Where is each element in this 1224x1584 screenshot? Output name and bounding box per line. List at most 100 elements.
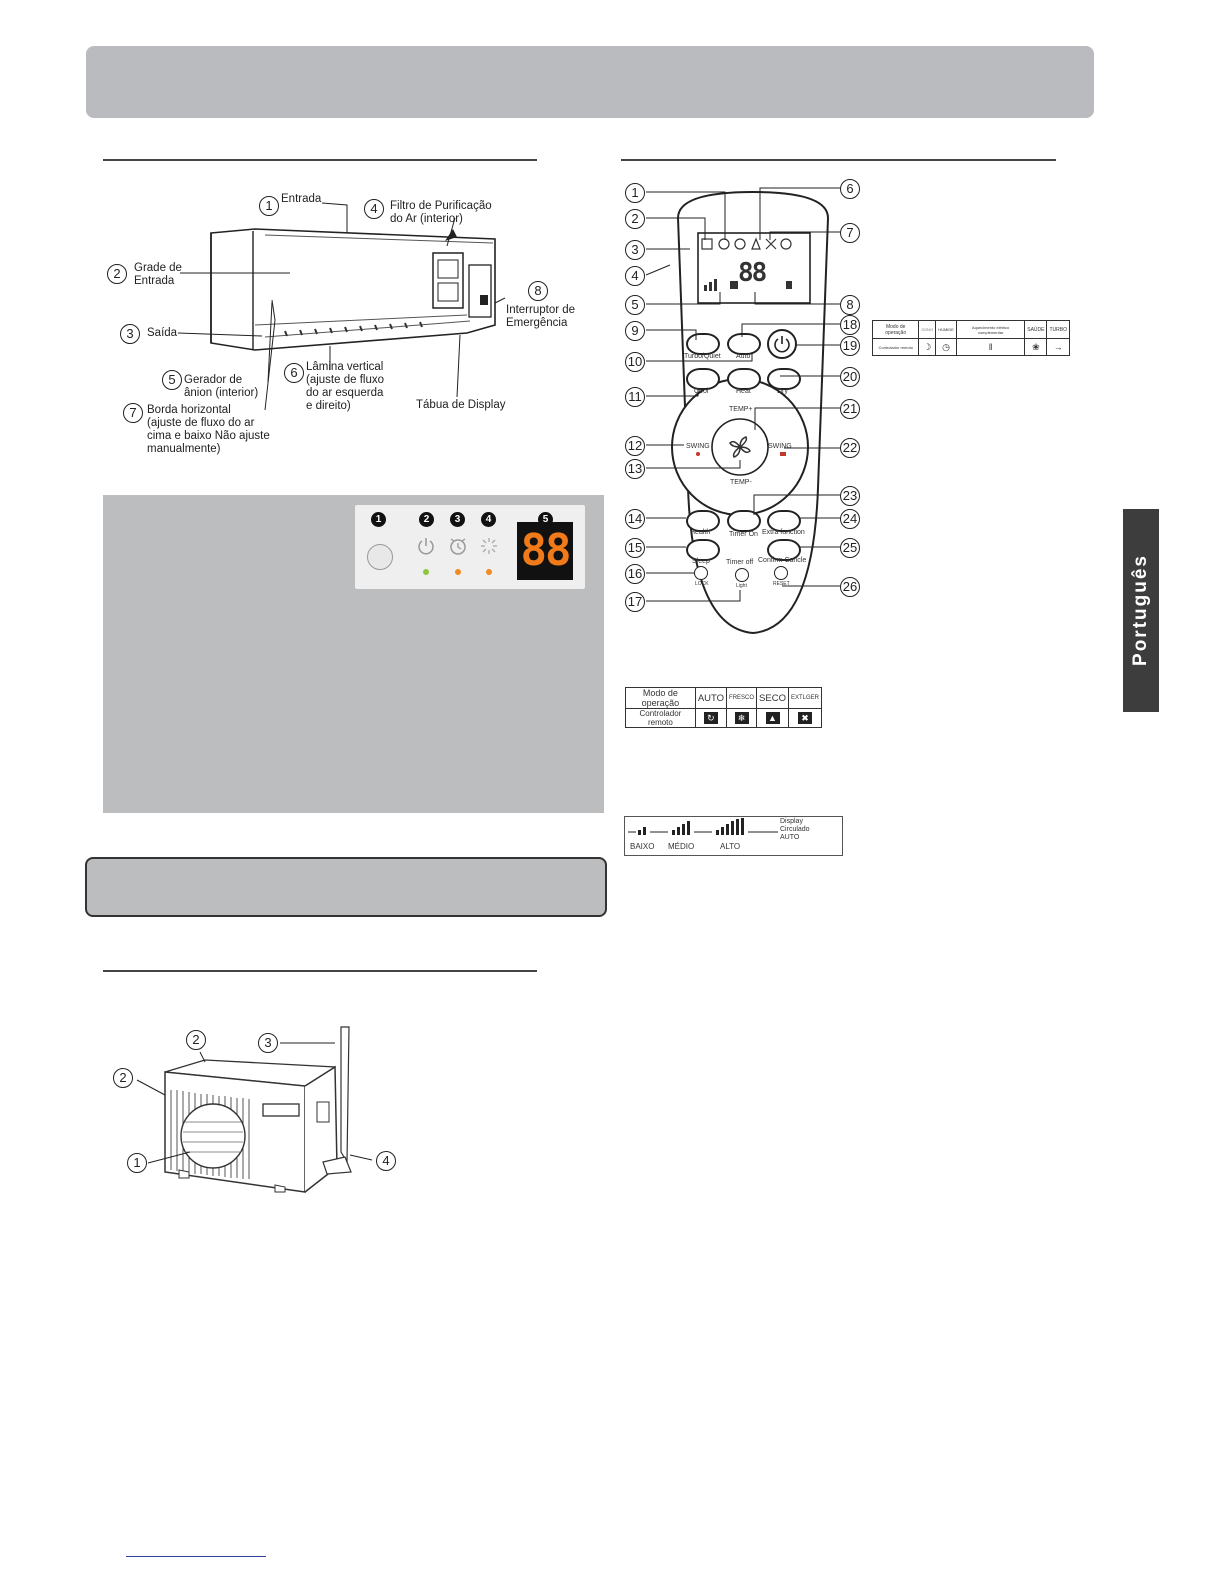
language-label: Português [1130,554,1151,666]
remote-num-3: 3 [625,240,645,260]
cool-label: Cool [694,388,709,395]
confirm-cancel-label: Confirm Cancle [758,557,807,564]
remote-num-2: 2 [625,209,645,229]
swing-left-label[interactable]: SWING [686,443,710,450]
health-button[interactable] [686,510,720,532]
indoor-num-4: 4 [364,199,384,219]
remote-num-16: 16 [625,564,645,584]
mode-auto: AUTO [694,687,728,709]
indoor-num-1: 1 [259,196,279,216]
sleep-label: Sleep [692,558,710,565]
indoor-label-grade: Grade de Entrada [134,262,182,287]
remote-num-9: 9 [625,321,645,341]
indoor-label-borda: Borda horizontal (ajuste de fluxo do ar … [147,404,270,455]
remote-num-25: 25 [840,538,860,558]
segment-display: 88 [517,522,573,580]
power-icon [774,336,790,353]
remote-num-23: 23 [840,486,860,506]
fan-speed-low: BAIXO [630,842,655,851]
swing-right-label[interactable]: SWING [768,443,792,450]
auto-button[interactable] [727,333,761,355]
remote-num-20: 20 [840,367,860,387]
notice-box [85,857,607,917]
remote-lcd-icons [701,237,792,291]
turbo-quiet-button[interactable] [686,333,720,355]
mode-table-1-header: Modo de operação [625,687,696,709]
heat-label: Heat [736,388,751,395]
health-mode-icon: ❀ [1024,338,1048,356]
indoor-label-tabua: Tábua de Display [416,399,506,411]
cool-button[interactable] [686,368,720,390]
temp-minus-label[interactable]: TEMP- [730,479,752,486]
mode-table-2-header: Modo de operação [871,319,920,340]
section-rule-remote [621,159,1056,161]
section-rule-indoor [103,159,537,161]
remote-num-5: 5 [625,295,645,315]
auto-mode-icon: ↻ [694,708,728,728]
mode-sono: SONO [918,319,937,340]
heat-button[interactable] [727,368,761,390]
remote-num-13: 13 [625,459,645,479]
indoor-num-2: 2 [107,264,127,284]
light-button[interactable] [735,568,749,582]
timer-led [455,569,461,575]
remote-num-15: 15 [625,538,645,558]
auto-label: Auto [736,353,751,360]
temp-plus-label[interactable]: TEMP+ [729,406,753,413]
dry-button[interactable] [767,368,801,390]
indoor-num-5: 5 [162,370,182,390]
display-num-1: 1 [371,512,386,527]
sleep-button[interactable] [686,539,720,561]
health-label: Health [690,529,711,536]
anion-icon [481,538,497,554]
mode-fresco: FRESCO [726,687,758,709]
remote-num-21: 21 [840,399,860,419]
remote-num-1: 1 [625,183,645,203]
display-num-3: 3 [450,512,465,527]
timer-mode-icon: ◷ [935,338,957,356]
remote-num-19: 19 [840,336,860,356]
footer-link-underline [126,1556,266,1557]
dry-label: Dry [777,388,788,395]
indoor-label-lamina: Lâmina vertical (ajuste de fluxo do ar e… [306,361,384,412]
mode-extlger: EXTLGER [787,687,823,709]
cool-mode-icon: ❄ [726,708,758,728]
fan-icon[interactable] [728,435,752,459]
indoor-num-3: 3 [120,324,140,344]
extra-function-button[interactable] [767,510,801,532]
power-led [423,569,429,575]
reset-button[interactable] [774,566,788,580]
timer-on-button[interactable] [727,510,761,532]
indoor-label-filtro: Filtro de Purificação do Ar (interior) [390,200,492,225]
indoor-label-interruptor: Interruptor de Emergência [506,304,576,329]
fan-mode-icon: ✖ [787,708,823,728]
timer-on-label: Timer On [729,531,758,538]
outdoor-num-2b: 2 [186,1030,206,1050]
confirm-cancel-button[interactable] [767,539,801,561]
remote-power-button[interactable] [767,329,797,359]
remote-num-10: 10 [625,352,645,372]
indoor-num-6: 6 [284,363,304,383]
indoor-label-gerador: Gerador de ânion (interior) [184,374,259,399]
lock-label: LOCK [695,581,709,587]
remote-num-24: 24 [840,509,860,529]
reset-label: RESET [773,581,790,587]
indoor-label-saida: Saída [147,327,178,339]
remote-num-8: 8 [840,295,860,315]
mode-saude: SAÚDE [1024,319,1048,340]
display-receiver-circle [367,544,393,570]
indoor-label-entrada: Entrada [281,193,322,205]
indoor-unit-illustration [210,228,496,351]
swing-right-indicator [780,452,786,456]
mode-table-1-remote: Controlador remoto [625,708,696,728]
remote-lcd-segments: 88 [738,258,767,288]
display-num-2: 2 [419,512,434,527]
turbo-quiet-label: Turbo/Quiet [684,353,721,360]
header-banner [86,46,1094,118]
timer-off-label: Timer off [726,559,754,566]
remote-num-17: 17 [625,592,645,612]
dry-mode-icon: ▲ [756,708,789,728]
indoor-num-7: 7 [123,403,143,423]
fan-speed-high: ALTO [720,842,741,851]
timer-icon [450,538,466,555]
